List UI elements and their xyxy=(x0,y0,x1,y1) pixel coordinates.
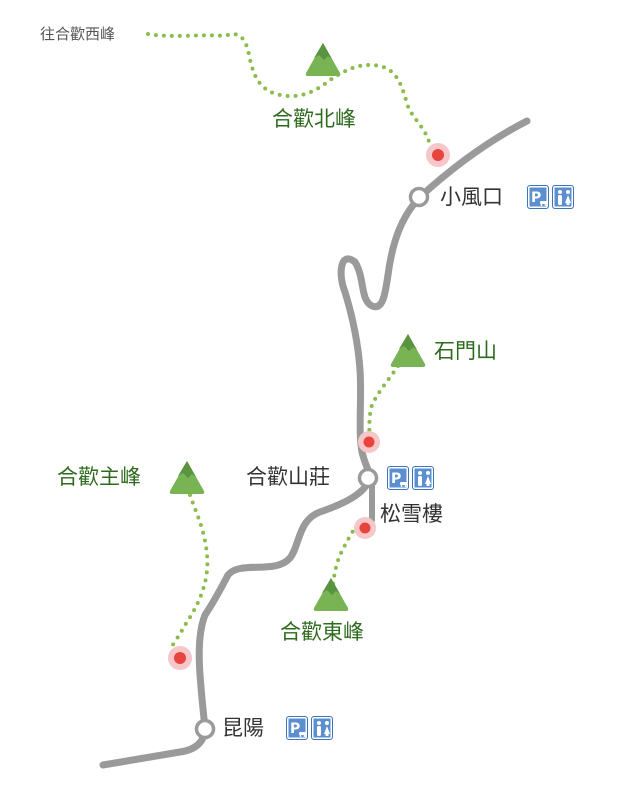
trailhead-east-peak[interactable] xyxy=(354,517,376,539)
mountain-icon xyxy=(305,43,341,76)
peak-label-hehuan-main[interactable]: 合歡主峰 xyxy=(57,465,141,489)
parking-icon: P xyxy=(286,716,308,740)
restroom-icon xyxy=(412,466,434,490)
svg-text:P: P xyxy=(290,721,300,737)
peak-label-hehuan-east[interactable]: 合歡東峰 xyxy=(280,620,364,644)
stop-label-xiaofengkou[interactable]: 小風口 xyxy=(440,185,503,209)
trailhead-north-peak[interactable] xyxy=(426,143,450,167)
svg-text:P: P xyxy=(531,190,541,206)
trailhead-shimen[interactable] xyxy=(358,431,380,453)
parking-icon: P xyxy=(527,185,549,209)
restroom-icon xyxy=(311,716,333,740)
facilities-xiaofengkou: P xyxy=(527,185,574,209)
mountain-icon xyxy=(313,578,349,611)
trailhead-main-peak[interactable] xyxy=(168,646,192,670)
main-road xyxy=(99,117,531,769)
trail-west-peak xyxy=(146,32,432,147)
mountain-icon xyxy=(169,461,205,494)
stop-label-songxue-lodge[interactable]: 松雪樓 xyxy=(380,502,443,526)
parking-icon: P xyxy=(387,466,409,490)
facilities-kunyang: P xyxy=(286,716,333,740)
stop-label-hehuan-lodge[interactable]: 合歡山莊 xyxy=(246,465,330,489)
trail-shimen xyxy=(367,364,400,442)
trail-east-peak xyxy=(331,523,359,587)
svg-text:P: P xyxy=(391,471,401,487)
mountain-icon xyxy=(390,334,426,367)
direction-label-west-peak: 往合歡西峰 xyxy=(40,25,116,43)
stop-label-kunyang[interactable]: 昆陽 xyxy=(222,716,264,740)
restroom-icon xyxy=(552,185,574,209)
stop-marker-hehuan-lodge[interactable] xyxy=(357,467,379,489)
peak-label-hehuan-north[interactable]: 合歡北峰 xyxy=(272,107,356,131)
peak-label-shimen[interactable]: 石門山 xyxy=(434,339,497,363)
trail-main-peak xyxy=(168,493,210,652)
stop-marker-xiaofengkou[interactable] xyxy=(408,186,430,208)
stop-marker-kunyang[interactable] xyxy=(194,718,216,740)
facilities-hehuan-lodge: P xyxy=(387,466,434,490)
